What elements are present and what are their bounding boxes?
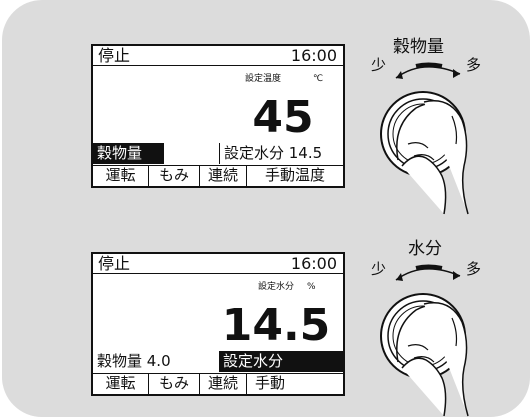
status-bar: 停止 16:00 xyxy=(93,46,343,66)
moisture-setting-field[interactable]: 設定水分 xyxy=(219,351,343,372)
knob-min-label: 少 xyxy=(371,56,387,74)
grain-amount-field[interactable]: 穀物量 xyxy=(93,143,164,164)
grain-amount-knob[interactable] xyxy=(368,56,488,216)
moisture-knob[interactable] xyxy=(368,258,488,418)
unit-label: % xyxy=(307,282,316,292)
moisture-setting-field[interactable]: 設定水分 14.5 xyxy=(219,143,343,164)
run-button[interactable]: 運転 xyxy=(93,374,149,394)
mode-button-row: 運転 もみ 連続 手動 xyxy=(93,373,343,394)
paddy-button[interactable]: もみ xyxy=(149,374,200,394)
knob-title: 穀物量 xyxy=(393,37,444,57)
paddy-button[interactable]: もみ xyxy=(149,166,200,186)
knob-max-label: 多 xyxy=(466,56,482,74)
run-button[interactable]: 運転 xyxy=(93,166,149,186)
clock-time: 16:00 xyxy=(290,254,337,273)
clock-time: 16:00 xyxy=(290,46,337,65)
status-bar: 停止 16:00 xyxy=(93,254,343,274)
knob-max-label: 多 xyxy=(466,260,482,278)
knob-title: 水分 xyxy=(408,239,442,259)
manual-temperature-button[interactable]: 手動温度 xyxy=(264,166,325,184)
setting-label: 設定温度 xyxy=(245,74,282,84)
continuous-button[interactable]: 連続 xyxy=(200,166,247,186)
knob-min-label: 少 xyxy=(371,260,387,278)
lcd-display-temperature: 停止 16:00 設定温度 ℃ 45 穀物量 設定水分 14.5 運転 もみ 連… xyxy=(91,44,345,188)
status-text: 停止 xyxy=(98,46,131,65)
lcd-display-moisture: 停止 16:00 設定水分 % 14.5 穀物量 4.0 設定水分 運転 もみ … xyxy=(91,252,345,396)
continuous-button[interactable]: 連続 xyxy=(200,374,247,394)
setting-value: 14.5 xyxy=(221,300,331,351)
field-row: 穀物量 4.0 設定水分 xyxy=(93,351,343,372)
unit-label: ℃ xyxy=(313,74,324,84)
grain-amount-field[interactable]: 穀物量 4.0 xyxy=(97,352,171,370)
mode-button-row: 運転 もみ 連続 手動温度 xyxy=(93,165,343,186)
manual-button[interactable]: 手動 xyxy=(255,374,286,392)
setting-value: 45 xyxy=(252,92,314,143)
setting-label: 設定水分 xyxy=(258,282,295,292)
field-row: 穀物量 設定水分 14.5 xyxy=(93,143,343,164)
status-text: 停止 xyxy=(98,254,131,273)
